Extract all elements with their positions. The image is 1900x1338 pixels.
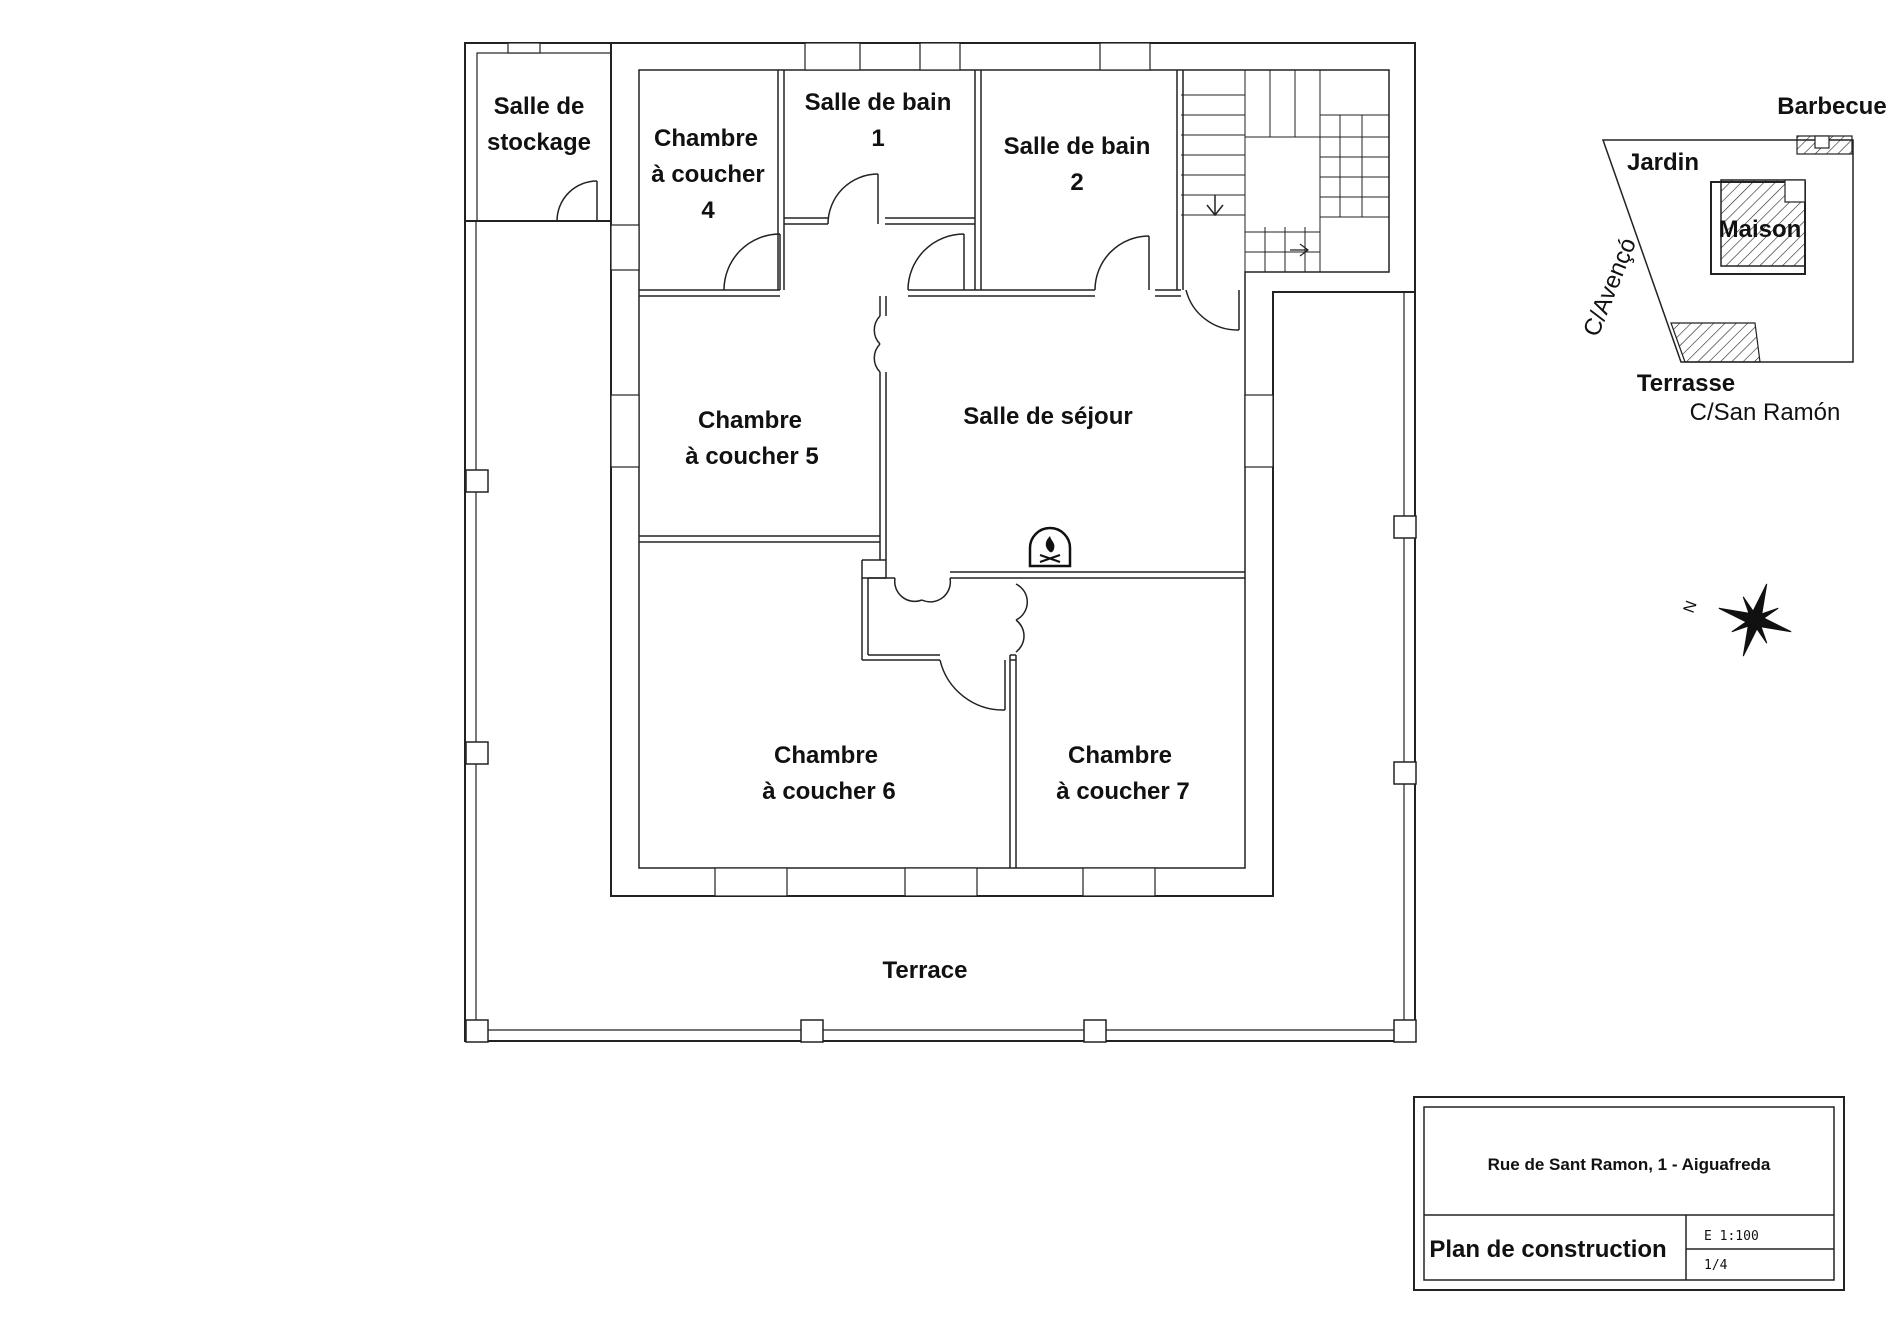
site-plan (1601, 135, 1854, 363)
barbecue-label: Barbecue (1777, 93, 1886, 120)
staircase (1181, 70, 1389, 273)
bath1-label: Salle de bain (805, 89, 952, 116)
storage-label-line2: stockage (487, 129, 591, 156)
garden-label: Jardin (1627, 149, 1699, 176)
title-block-sheet: 1/4 (1704, 1258, 1728, 1273)
house-label: Maison (1719, 216, 1802, 243)
bedroom4-label: Chambre (654, 125, 758, 152)
bedroom5-label-line2: à coucher 5 (685, 443, 818, 470)
north-label: N (1681, 599, 1701, 616)
room-labels: Salle de stockage Chambre à coucher 4 Sa… (487, 89, 1190, 984)
title-block-scale: E 1:100 (1704, 1229, 1759, 1244)
north-arrow-icon: N (1681, 583, 1792, 657)
title-block-address: Rue de Sant Ramon, 1 - Aiguafreda (1488, 1155, 1771, 1174)
house-walls (610, 42, 1416, 897)
fireplace-icon (1028, 526, 1072, 568)
terrace-posts (465, 469, 1417, 1043)
bedroom4-label-line2: à coucher (651, 161, 764, 188)
terrace-site-label: Terrasse (1637, 370, 1735, 397)
doors (723, 173, 1240, 711)
storage-label: Salle de (494, 93, 585, 120)
street-avenco-label: C/Avençó (1578, 234, 1642, 340)
living-room-label: Salle de séjour (963, 403, 1132, 430)
title-block (1413, 1096, 1845, 1291)
interior-walls (639, 70, 1245, 868)
bedroom7-label: Chambre (1068, 742, 1172, 769)
title-block-drawing-title: Plan de construction (1429, 1236, 1666, 1263)
terrace-label: Terrace (883, 957, 968, 984)
bedroom4-label-line3: 4 (701, 197, 715, 224)
bath1-label-line2: 1 (871, 125, 884, 152)
bedroom6-label-line2: à coucher 6 (762, 778, 895, 805)
bath2-label-line2: 2 (1070, 169, 1083, 196)
bedroom6-label: Chambre (774, 742, 878, 769)
bedroom5-label: Chambre (698, 407, 802, 434)
street-sanramon-label: C/San Ramón (1690, 399, 1841, 426)
bedroom7-label-line2: à coucher 7 (1056, 778, 1189, 805)
bath2-label: Salle de bain (1004, 133, 1151, 160)
